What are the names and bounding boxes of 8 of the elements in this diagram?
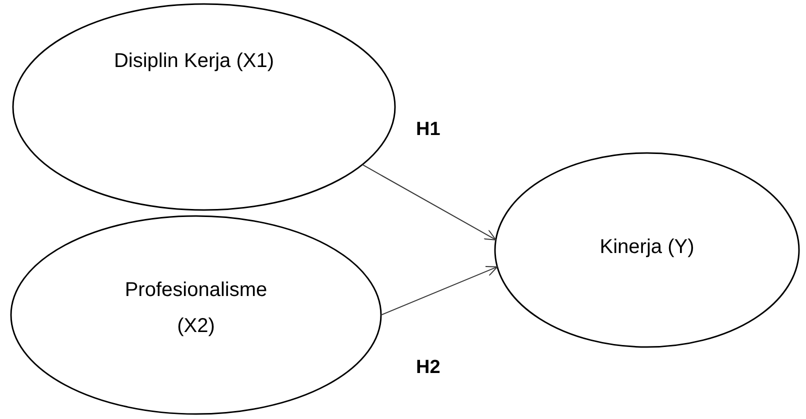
node-label: Profesionalisme (X2) [124,278,268,339]
ellipse-node [494,152,800,348]
ellipse-node [12,3,396,211]
node-label: Kinerja (Y) [600,235,694,260]
ellipse-node [10,215,382,415]
arrow [362,164,496,240]
node-label: Disiplin Kerja (X1) [114,49,274,74]
arrow [380,266,498,316]
